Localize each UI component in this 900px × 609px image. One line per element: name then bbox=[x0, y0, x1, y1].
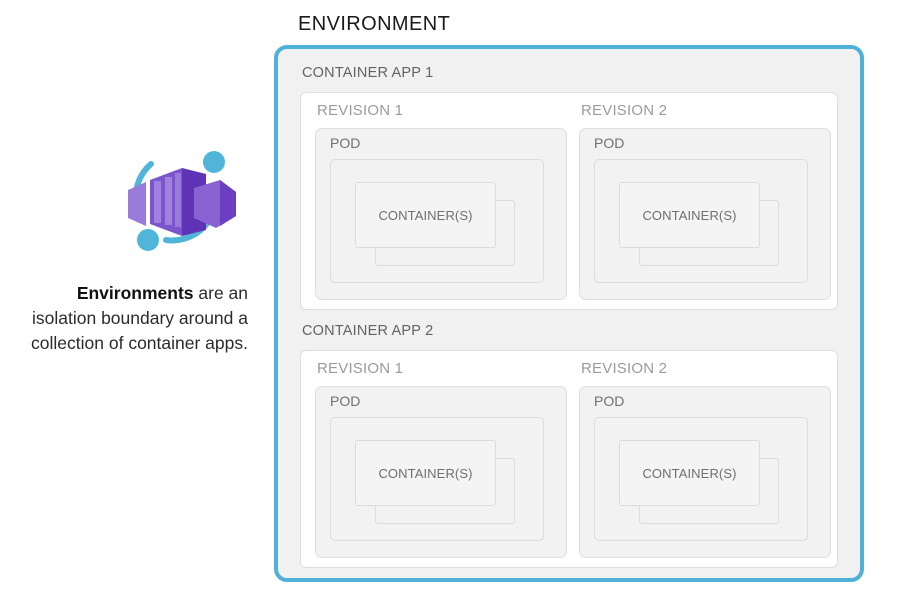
pod-inner-box: CONTAINER(S) bbox=[594, 417, 808, 541]
pod-box: POD CONTAINER(S) bbox=[315, 386, 567, 558]
caption-bold: Environments bbox=[76, 283, 194, 303]
pod-label: POD bbox=[330, 135, 361, 151]
caption-text: Environments are an isolation boundary a… bbox=[8, 281, 248, 356]
container-app-box: REVISION 1 POD CONTAINER(S) bbox=[300, 92, 838, 310]
pod-label: POD bbox=[594, 393, 625, 409]
container-front-box: CONTAINER(S) bbox=[355, 182, 496, 248]
pod-inner-box: CONTAINER(S) bbox=[330, 159, 544, 283]
revision-label: REVISION 2 bbox=[581, 360, 668, 377]
container-app-block: CONTAINER APP 1 REVISION 1 POD CONTAINER… bbox=[300, 65, 838, 310]
container-front-box: CONTAINER(S) bbox=[619, 440, 760, 506]
azure-container-apps-icon-svg bbox=[128, 151, 236, 251]
revision-label: REVISION 2 bbox=[581, 102, 668, 119]
caption-rest: are an isolation boundary around a colle… bbox=[31, 283, 248, 353]
explanation-column: Environments are an isolation boundary a… bbox=[0, 0, 262, 609]
container-stack: CONTAINER(S) bbox=[355, 440, 515, 524]
revision-block: REVISION 2 POD CONTAINER(S) bbox=[579, 102, 831, 301]
container-stack: CONTAINER(S) bbox=[355, 182, 515, 266]
container-label: CONTAINER(S) bbox=[642, 465, 737, 481]
container-app-block: CONTAINER APP 2 REVISION 1 POD CONTAINER… bbox=[300, 323, 838, 568]
pod-box: POD CONTAINER(S) bbox=[579, 128, 831, 300]
container-front-box: CONTAINER(S) bbox=[619, 182, 760, 248]
environment-inner-surface: CONTAINER APP 1 REVISION 1 POD CONTAINER… bbox=[286, 57, 852, 570]
pod-label: POD bbox=[594, 135, 625, 151]
environment-title: ENVIRONMENT bbox=[298, 13, 451, 35]
container-label: CONTAINER(S) bbox=[642, 207, 737, 223]
revision-label: REVISION 1 bbox=[317, 102, 404, 119]
pod-box: POD CONTAINER(S) bbox=[579, 386, 831, 558]
revision-block: REVISION 1 POD CONTAINER(S) bbox=[315, 102, 567, 301]
container-app-box: REVISION 1 POD CONTAINER(S) bbox=[300, 350, 838, 568]
container-label: CONTAINER(S) bbox=[378, 207, 473, 223]
pod-inner-box: CONTAINER(S) bbox=[594, 159, 808, 283]
container-label: CONTAINER(S) bbox=[378, 465, 473, 481]
revision-block: REVISION 2 POD CONTAINER(S) bbox=[579, 360, 831, 559]
pod-inner-box: CONTAINER(S) bbox=[330, 417, 544, 541]
pod-label: POD bbox=[330, 393, 361, 409]
revision-label: REVISION 1 bbox=[317, 360, 404, 377]
container-stack: CONTAINER(S) bbox=[619, 440, 779, 524]
container-app-label: CONTAINER APP 1 bbox=[302, 65, 434, 81]
azure-container-apps-icon bbox=[120, 140, 244, 264]
container-stack: CONTAINER(S) bbox=[619, 182, 779, 266]
container-front-box: CONTAINER(S) bbox=[355, 440, 496, 506]
environment-boundary: CONTAINER APP 1 REVISION 1 POD CONTAINER… bbox=[274, 45, 864, 582]
pod-box: POD CONTAINER(S) bbox=[315, 128, 567, 300]
container-app-label: CONTAINER APP 2 bbox=[302, 323, 434, 339]
revision-block: REVISION 1 POD CONTAINER(S) bbox=[315, 360, 567, 559]
